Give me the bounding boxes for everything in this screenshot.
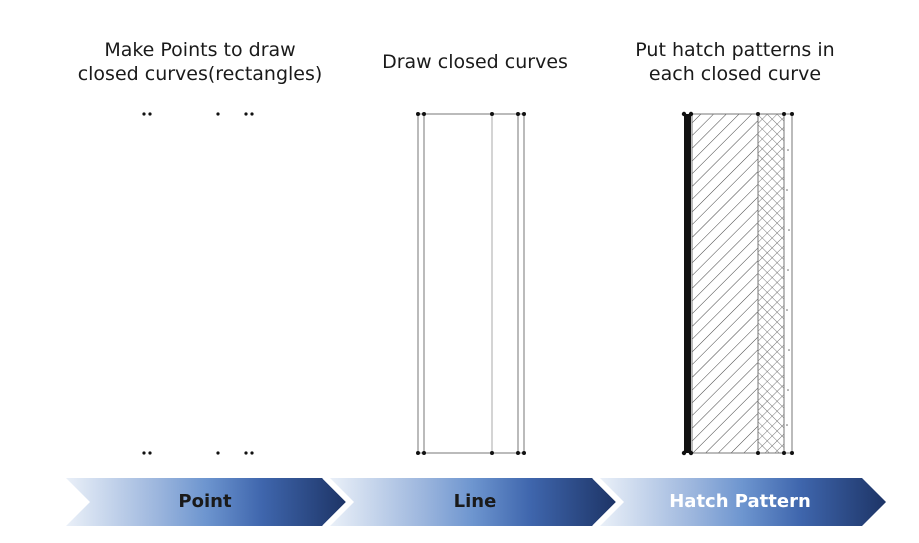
point (142, 451, 146, 455)
cross-hatch-region (757, 113, 785, 454)
caption-line-2: each closed curve (648, 63, 822, 85)
point (756, 112, 760, 116)
point (244, 451, 248, 455)
point (688, 111, 694, 117)
hatch-group (681, 111, 794, 456)
caption-line-2: closed curves(rectangles) (77, 63, 323, 85)
point (516, 451, 520, 455)
point (790, 451, 794, 455)
process-flow-arrow (66, 476, 886, 528)
stage-label-point: Point (178, 491, 232, 512)
stage-label-hatch-pattern: Hatch Pattern (669, 491, 811, 512)
point (681, 111, 687, 117)
point (250, 112, 254, 116)
caption-line-1: Draw closed curves (382, 51, 568, 73)
point (250, 451, 254, 455)
caption-line-1: Make Points to draw (104, 39, 296, 61)
point (148, 451, 152, 455)
point (416, 451, 420, 455)
point (516, 112, 520, 116)
closed-curve (417, 113, 525, 454)
solid-fill-region (684, 114, 691, 453)
diagonal-hatch-region (691, 113, 759, 454)
point (490, 451, 494, 455)
points-group (142, 112, 254, 455)
chevron-line (330, 478, 616, 526)
point (490, 112, 494, 116)
point (790, 112, 794, 116)
point (142, 112, 146, 116)
point (422, 451, 426, 455)
point (756, 451, 760, 455)
dotted-region (783, 113, 793, 454)
point (416, 112, 420, 116)
point (688, 450, 694, 456)
point (216, 112, 220, 116)
point (782, 112, 786, 116)
point (422, 112, 426, 116)
chevron-hatch (600, 478, 886, 526)
caption-line-1: Put hatch patterns in (635, 39, 835, 61)
stage-label-line: Line (453, 491, 497, 512)
chevron-point (66, 478, 346, 526)
point (522, 112, 526, 116)
point (782, 451, 786, 455)
caption-hatch-patterns: Put hatch patterns in each closed curve (600, 38, 870, 86)
point (216, 451, 220, 455)
curves-group (416, 112, 526, 455)
point (244, 112, 248, 116)
caption-draw-curves: Draw closed curves (340, 50, 610, 74)
caption-make-points: Make Points to draw closed curves(rectan… (60, 38, 340, 86)
point (522, 451, 526, 455)
point (148, 112, 152, 116)
point (681, 450, 687, 456)
